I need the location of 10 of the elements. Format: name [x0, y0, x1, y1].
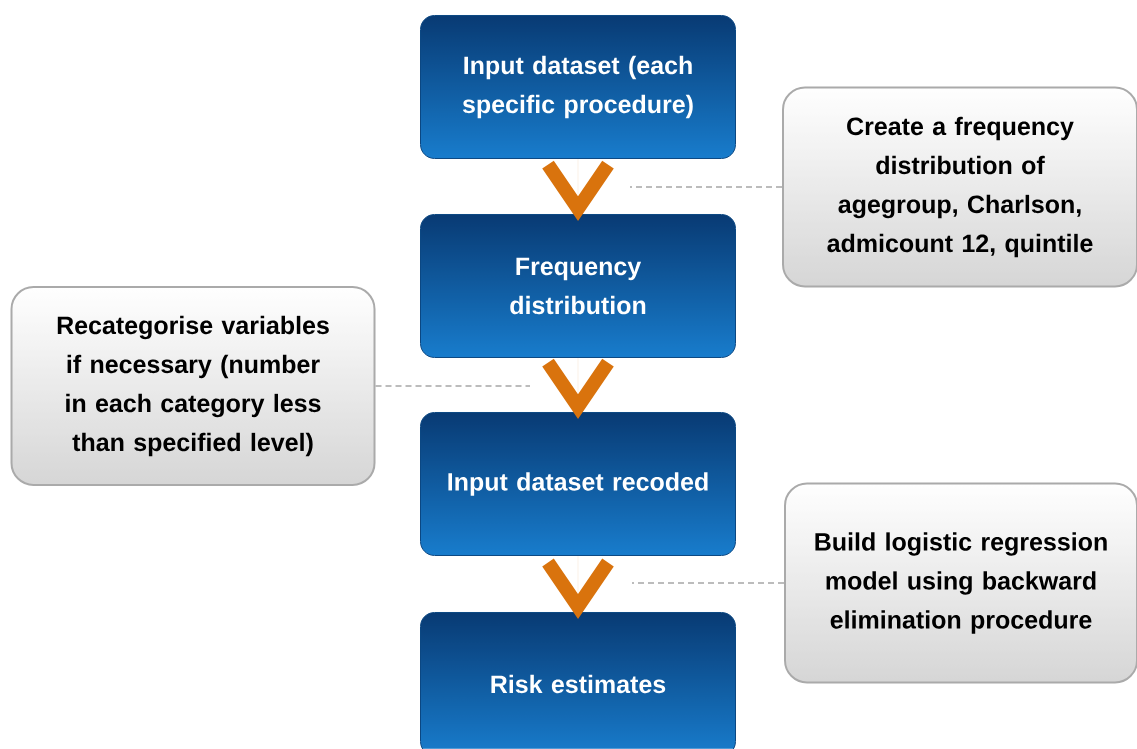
process-box: Input dataset (each specific procedure) — [420, 15, 736, 159]
process-box: Risk estimates — [420, 612, 736, 749]
note-box: Recategorise variables if necessary (number in each category less than specified level) — [10, 286, 376, 486]
leader-line — [631, 582, 785, 584]
process-box: Input dataset recoded — [420, 412, 736, 556]
note-box: Create a frequency distribution of agegroup, Charlson, admicount 12, quintile — [782, 86, 1137, 288]
leader-line — [374, 385, 531, 387]
note-box: Build logistic regression model using backward elimination procedure — [784, 482, 1137, 684]
process-box: Frequency distribution — [420, 214, 736, 358]
leader-line — [629, 186, 783, 188]
